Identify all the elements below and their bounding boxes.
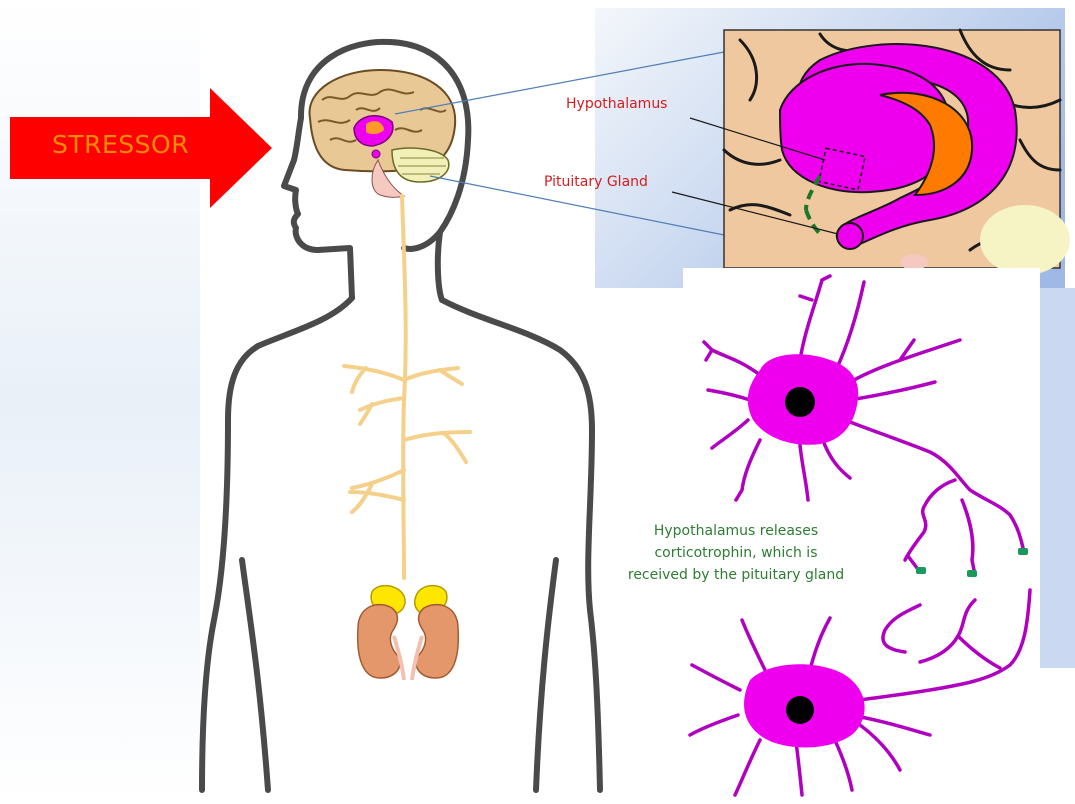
hypothalamus-inset [672, 30, 1070, 275]
stressor-label: STRESSOR [52, 130, 189, 159]
neuron-caption: Hypothalamus releases corticotrophin, wh… [600, 520, 872, 586]
hypothalamus-label: Hypothalamus [566, 96, 667, 112]
caption-line: received by the pituitary gland [600, 564, 872, 586]
caption-line: corticotrophin, which is [600, 542, 872, 564]
caption-line: Hypothalamus releases [600, 520, 872, 542]
background-right-lower [1040, 288, 1075, 668]
pituitary-gland-label: Pituitary Gland [544, 174, 648, 190]
